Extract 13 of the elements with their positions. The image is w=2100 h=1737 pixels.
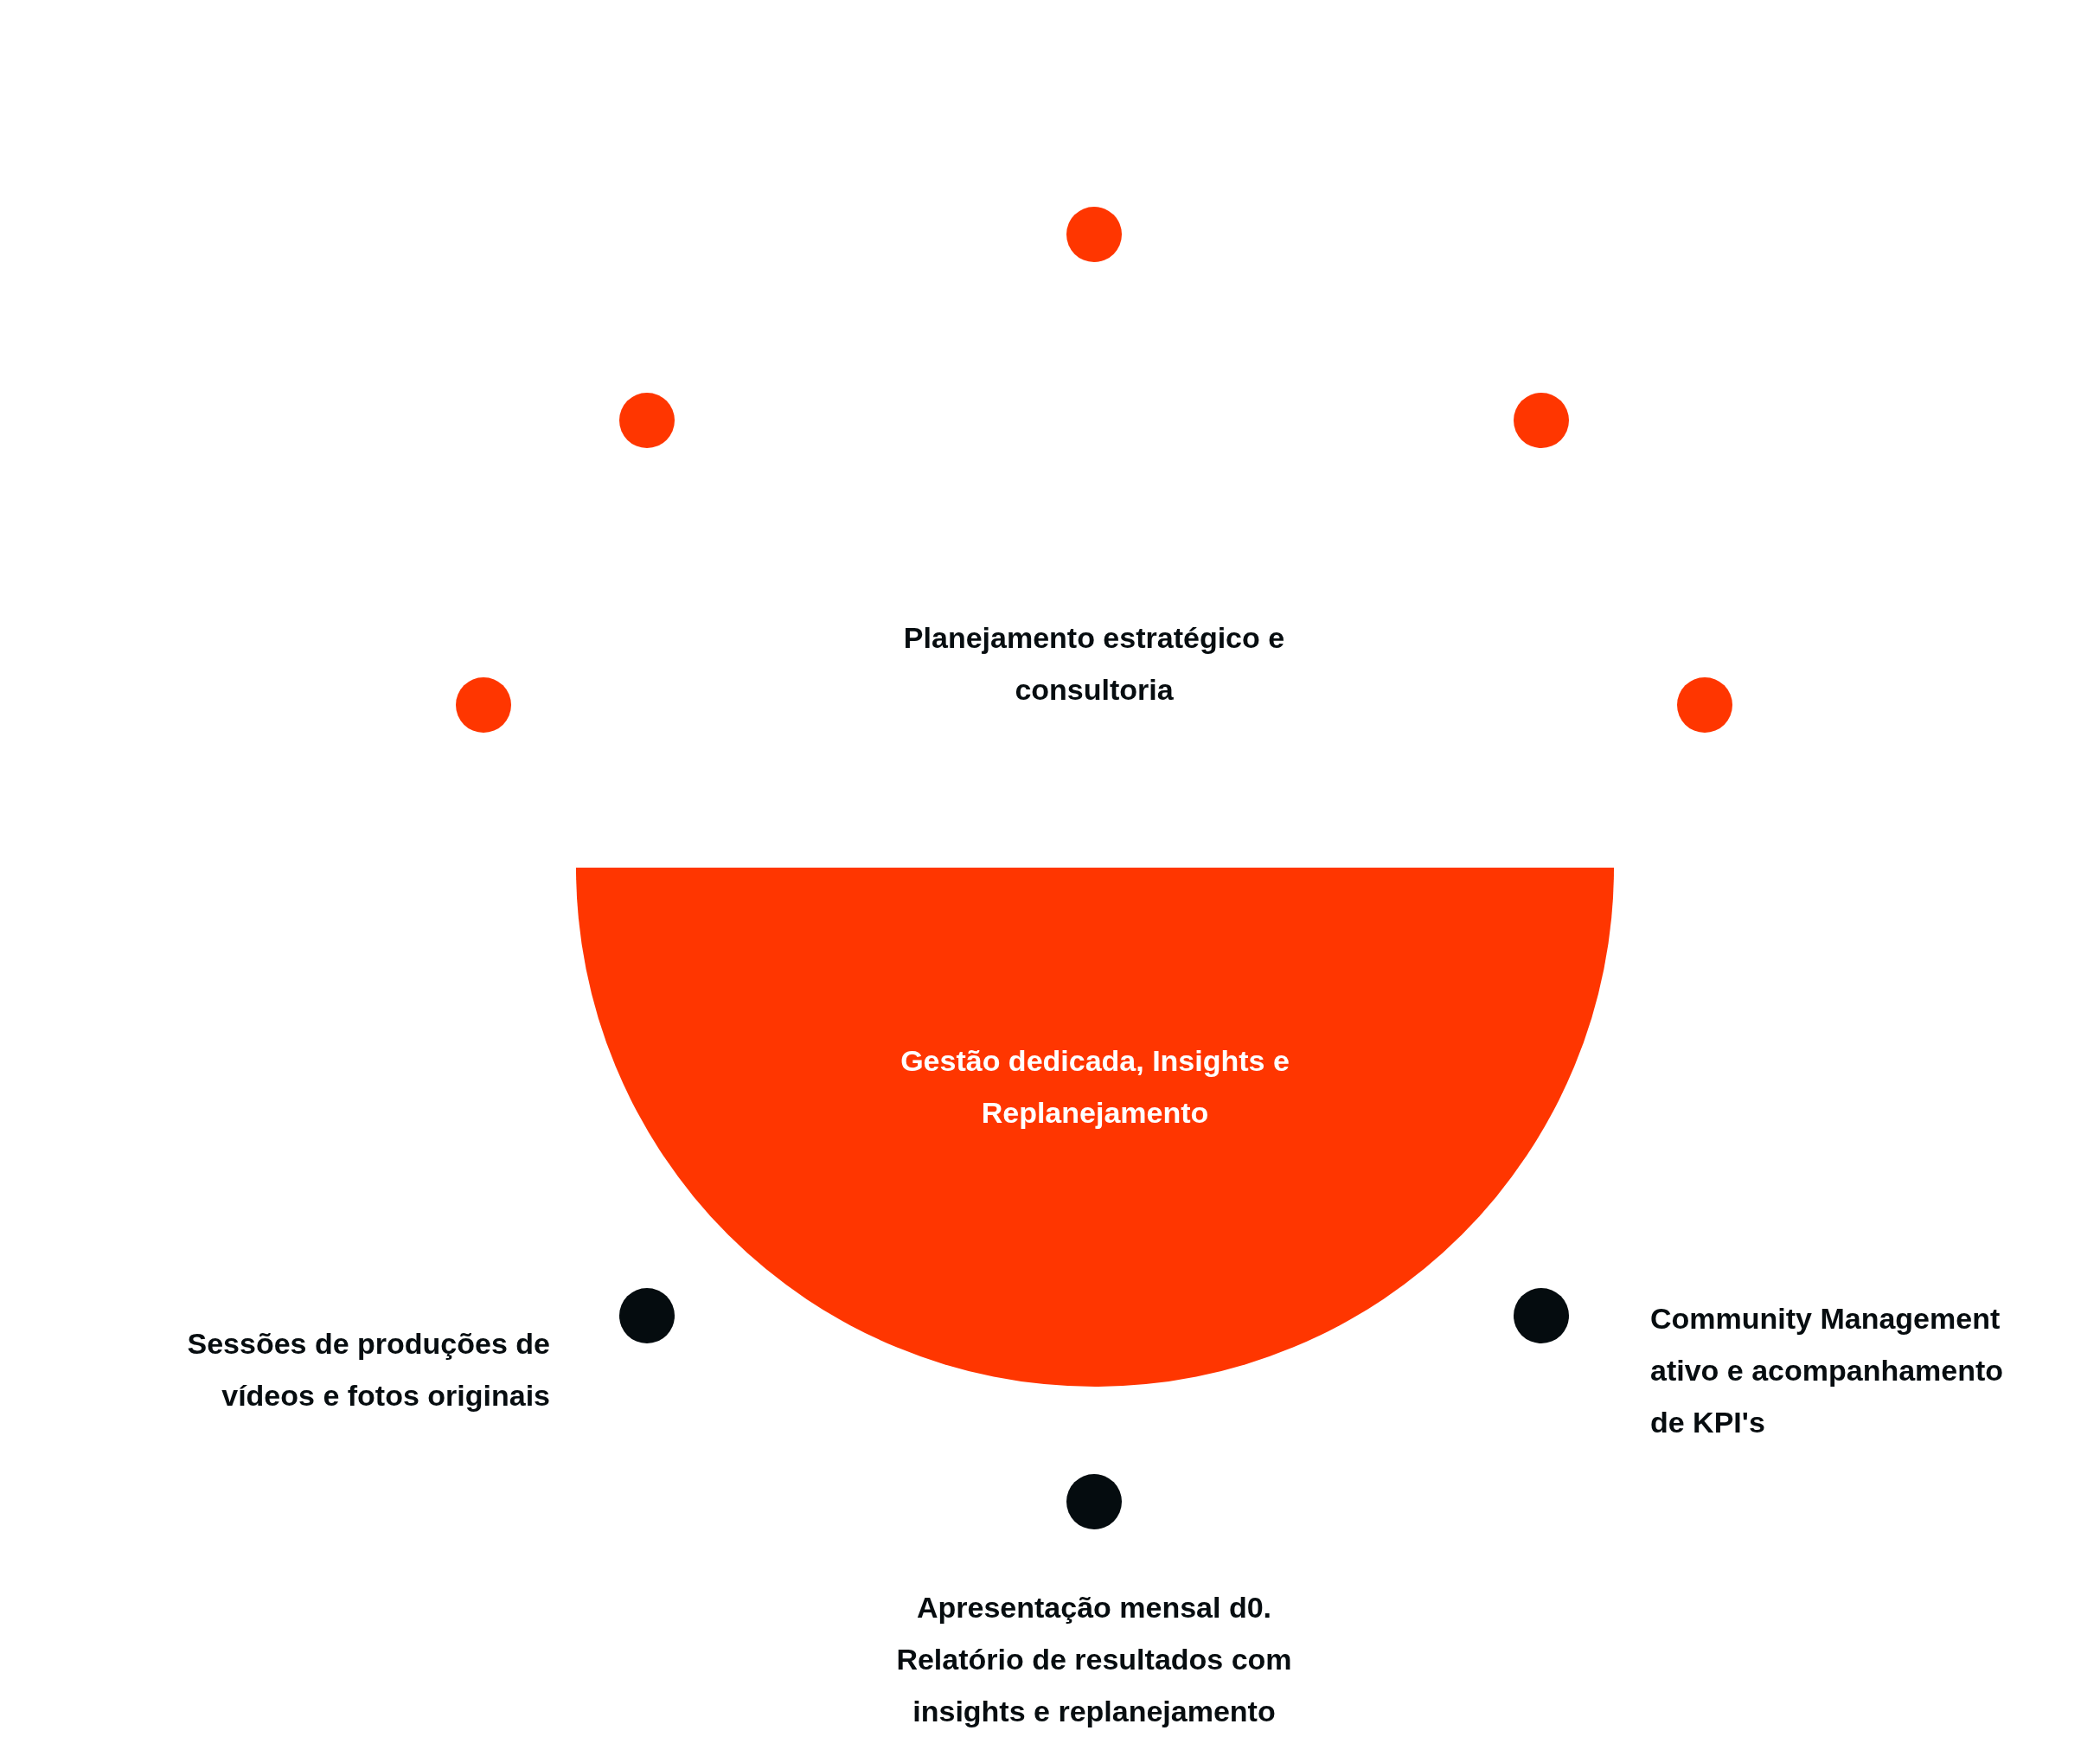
description-text: Community Management ativo e acompanhamento de KPI's [1650, 1301, 2005, 1440]
dot-icon [1677, 677, 1732, 733]
dot-icon [1066, 207, 1122, 262]
center-caption: Gestão dedicada, Insights e Replanejamento [900, 1043, 1290, 1131]
dot-icon [1066, 1474, 1122, 1529]
description-text: Planejamento estratégico e consultoria [902, 620, 1286, 708]
dot-icon [1514, 1288, 1569, 1343]
dot-icon [619, 393, 675, 448]
dot-icon [1514, 393, 1569, 448]
dot-icon [456, 677, 511, 733]
description-text: Sessões de produções de vídeos e fotos originais [186, 1326, 550, 1413]
description-text: Apresentação mensal d0. Relatório de resultados com insights e replanejamento [895, 1590, 1293, 1729]
dot-icon [619, 1288, 675, 1343]
